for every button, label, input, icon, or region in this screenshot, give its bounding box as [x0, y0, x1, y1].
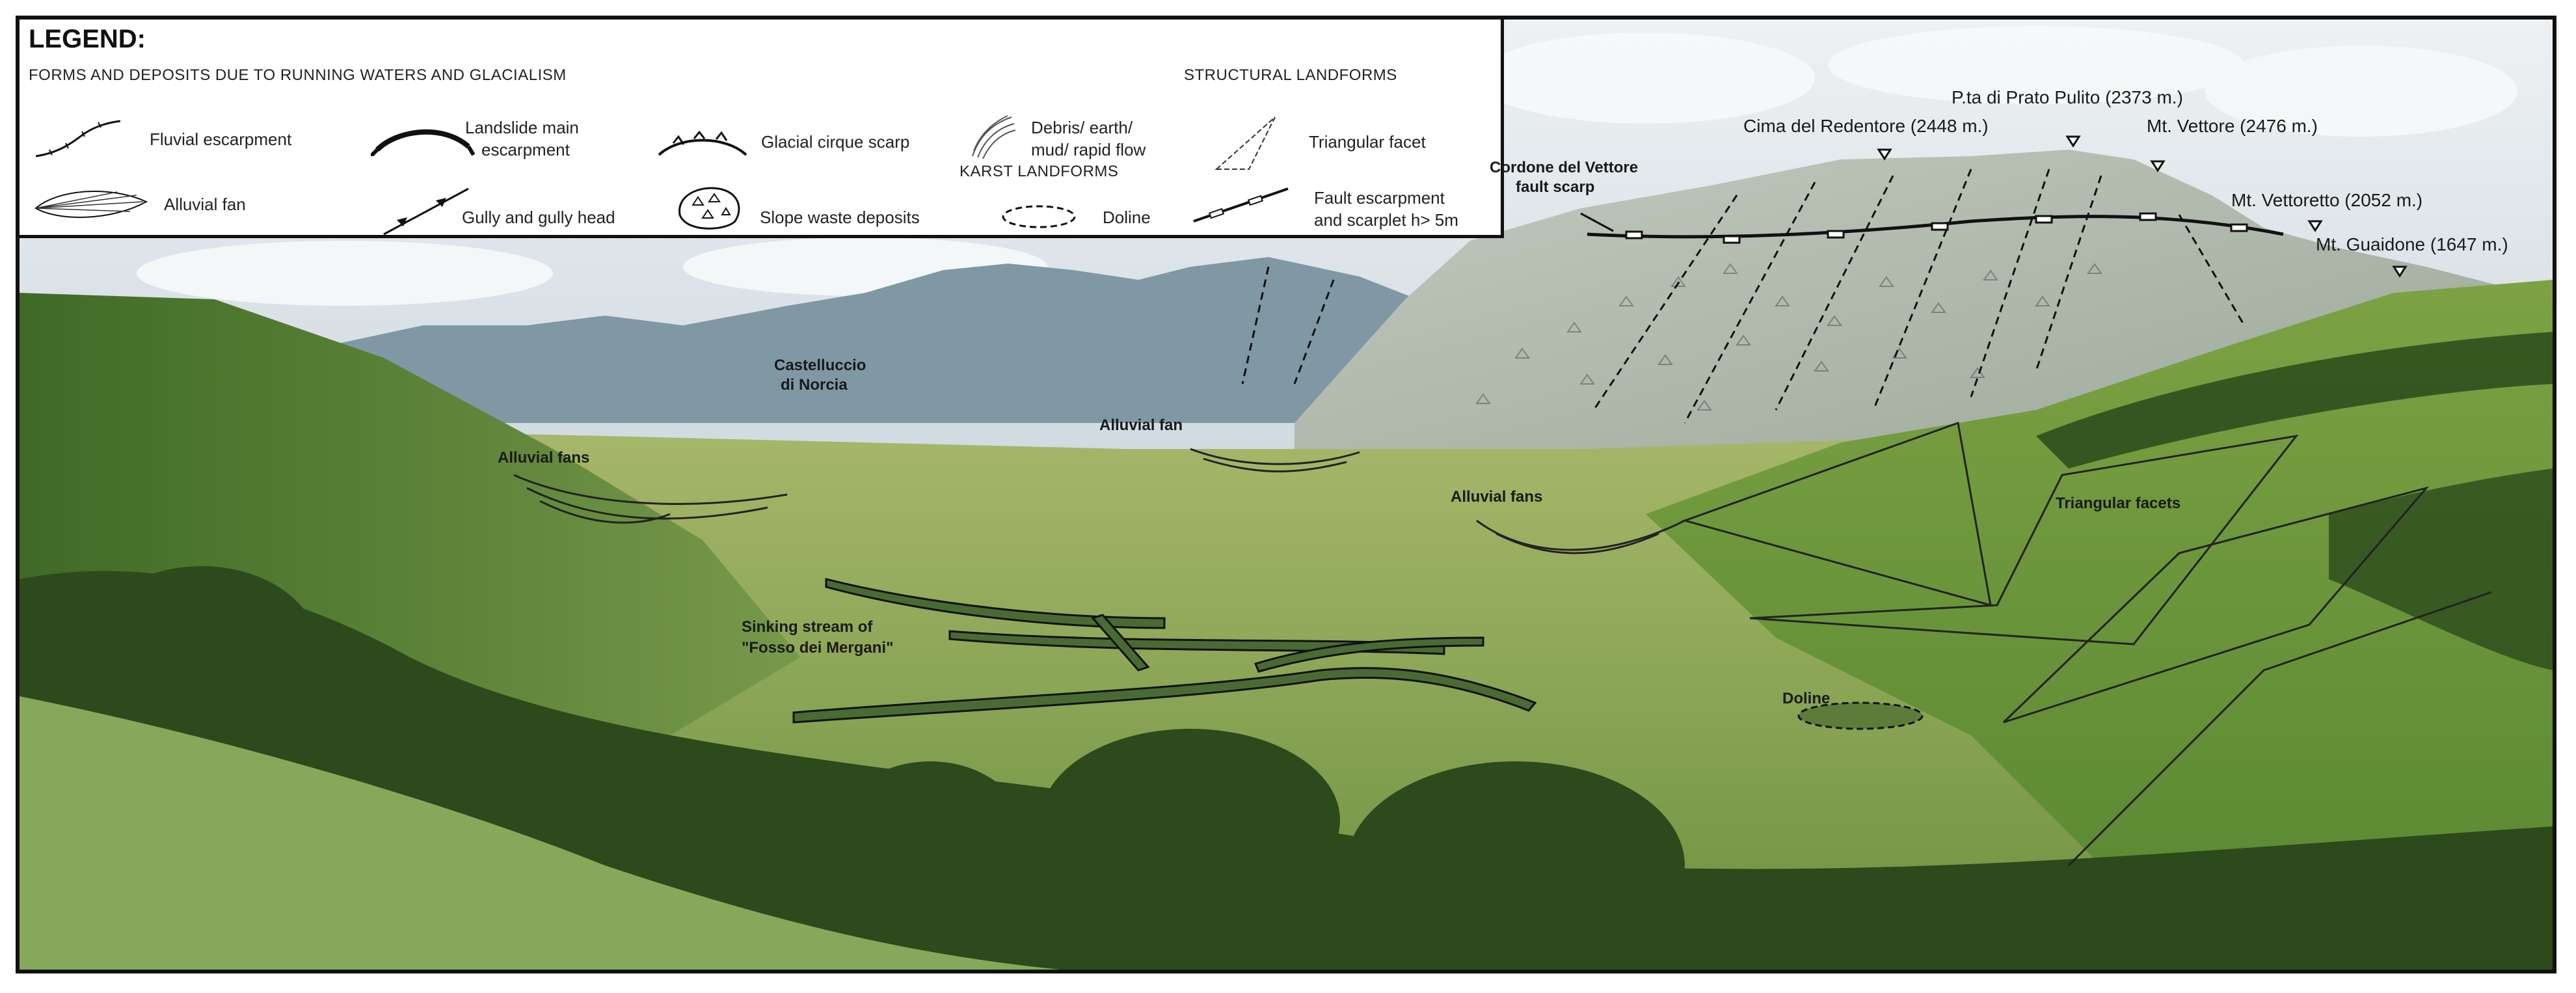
slope-waste-pattern — [1475, 263, 2102, 411]
legend-triangular-facet: Triangular facet — [1309, 132, 1426, 152]
legend-section-structural: STRUCTURAL LANDFORMS — [1184, 66, 1397, 84]
label-sinking-line1: Sinking stream of — [742, 618, 873, 636]
legend-debris-line2: mud/ rapid flow — [1031, 140, 1146, 159]
triangular-facets — [1682, 421, 2492, 867]
fluvial-escarpment-icon — [35, 120, 121, 157]
fault-scarplet-marks — [1625, 212, 2248, 244]
legend-fluvial-escarpment: Fluvial escarpment — [150, 129, 292, 149]
debris-flow-icon — [972, 115, 1016, 159]
foreground-meadow — [20, 696, 1060, 970]
cordone-leader — [1580, 212, 1614, 232]
forests — [20, 332, 2553, 970]
gully-lines — [1241, 169, 2246, 424]
peak-label-guaidone: Mt. Guaidone (1647 m.) — [2316, 234, 2508, 254]
legend-section-running-waters: FORMS AND DEPOSITS DUE TO RUNNING WATERS… — [29, 66, 567, 84]
label-triangular-facets: Triangular facets — [2056, 495, 2181, 512]
alluvial-fans — [513, 448, 1685, 554]
legend-alluvial-fan: Alluvial fan — [164, 195, 246, 214]
legend-slope-waste: Slope waste deposits — [760, 208, 920, 227]
label-alluvial-fans-right: Alluvial fans — [1451, 488, 1543, 506]
right-hills — [1646, 280, 2553, 865]
fault-escarpment-icon — [1193, 187, 1289, 223]
landslide-escarpment-icon — [371, 129, 475, 156]
landscape-scene — [20, 20, 2553, 970]
gully-head-icon — [383, 187, 469, 236]
legend-glacial-cirque: Glacial cirque scarp — [761, 132, 910, 152]
legend-landslide-line1: Landslide main — [465, 118, 579, 137]
label-castelluccio-line2: di Norcia — [781, 376, 848, 394]
legend-fault-line2: and scarplet h> 5m — [1314, 210, 1458, 230]
label-castelluccio-line1: Castelluccio — [774, 357, 866, 374]
legend-title: LEGEND: — [29, 25, 146, 53]
legend-doline: Doline — [1103, 208, 1151, 227]
legend-gully: Gully and gully head — [462, 208, 615, 227]
peak-label-vettore: Mt. Vettore (2476 m.) — [2147, 116, 2318, 136]
far-mountains — [332, 257, 1451, 423]
doline-icon — [1002, 205, 1076, 228]
legend-section-karst: KARST LANDFORMS — [959, 163, 1119, 180]
legend-fault-line1: Fault escarpment — [1314, 188, 1445, 208]
label-sinking-line2: "Fosso dei Mergani" — [742, 639, 894, 657]
legend-debris-line1: Debris/ earth/ — [1031, 118, 1133, 137]
slope-waste-icon — [678, 187, 740, 230]
alluvial-fan-icon — [34, 190, 148, 218]
doline-outline — [1797, 701, 1924, 730]
fault-escarpment-line — [1587, 215, 2284, 239]
label-alluvial-fan: Alluvial fan — [1099, 416, 1183, 434]
glacial-cirque-icon — [658, 130, 747, 156]
legend-landslide-line2: escarpment — [481, 140, 570, 159]
peak-label-redentore: Cima del Redentore (2448 m.) — [1743, 116, 1989, 136]
label-cordone-line2: fault scarp — [1516, 178, 1595, 196]
legend-box: LEGEND: FORMS AND DEPOSITS DUE TO RUNNIN… — [20, 20, 1504, 238]
peak-label-prato-pulito: P.ta di Prato Pulito (2373 m.) — [1952, 87, 2183, 107]
label-alluvial-fans-left: Alluvial fans — [498, 449, 590, 467]
label-doline: Doline — [1782, 690, 1831, 707]
triangular-facet-icon — [1214, 116, 1276, 170]
figure-frame: LEGEND: FORMS AND DEPOSITS DUE TO RUNNIN… — [16, 16, 2556, 973]
label-cordone-line1: Cordone del Vettore — [1490, 159, 1639, 176]
sinking-stream — [792, 578, 1537, 724]
peak-markers — [1877, 135, 2408, 278]
peak-label-vettoretto: Mt. Vettoretto (2052 m.) — [2231, 190, 2423, 210]
